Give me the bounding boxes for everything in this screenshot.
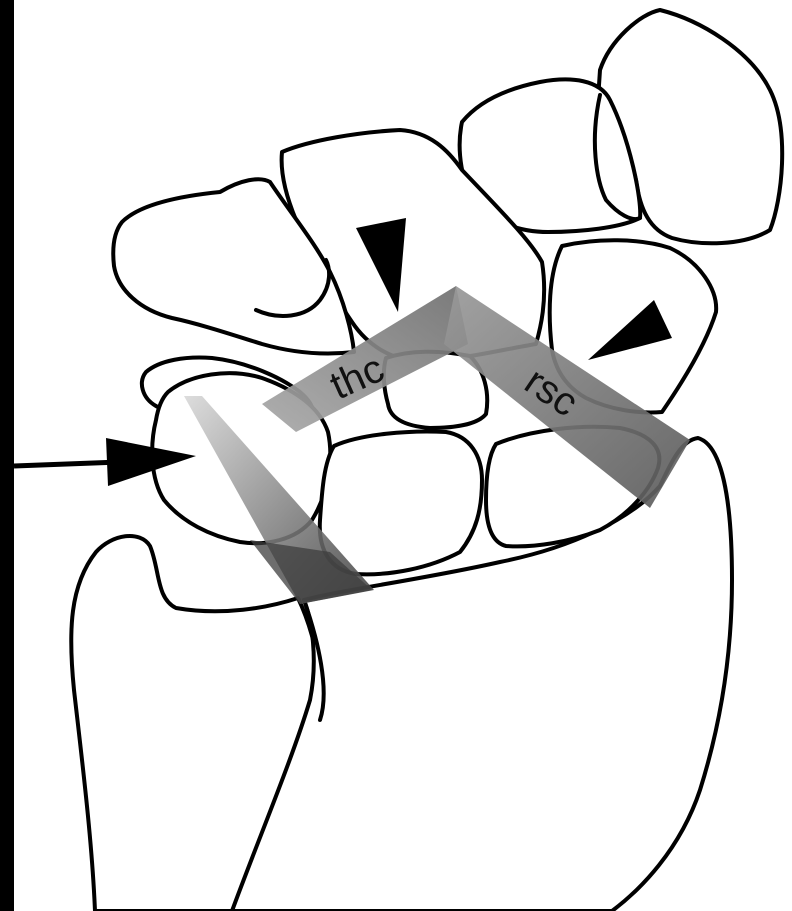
lunate-bone: [320, 432, 482, 575]
